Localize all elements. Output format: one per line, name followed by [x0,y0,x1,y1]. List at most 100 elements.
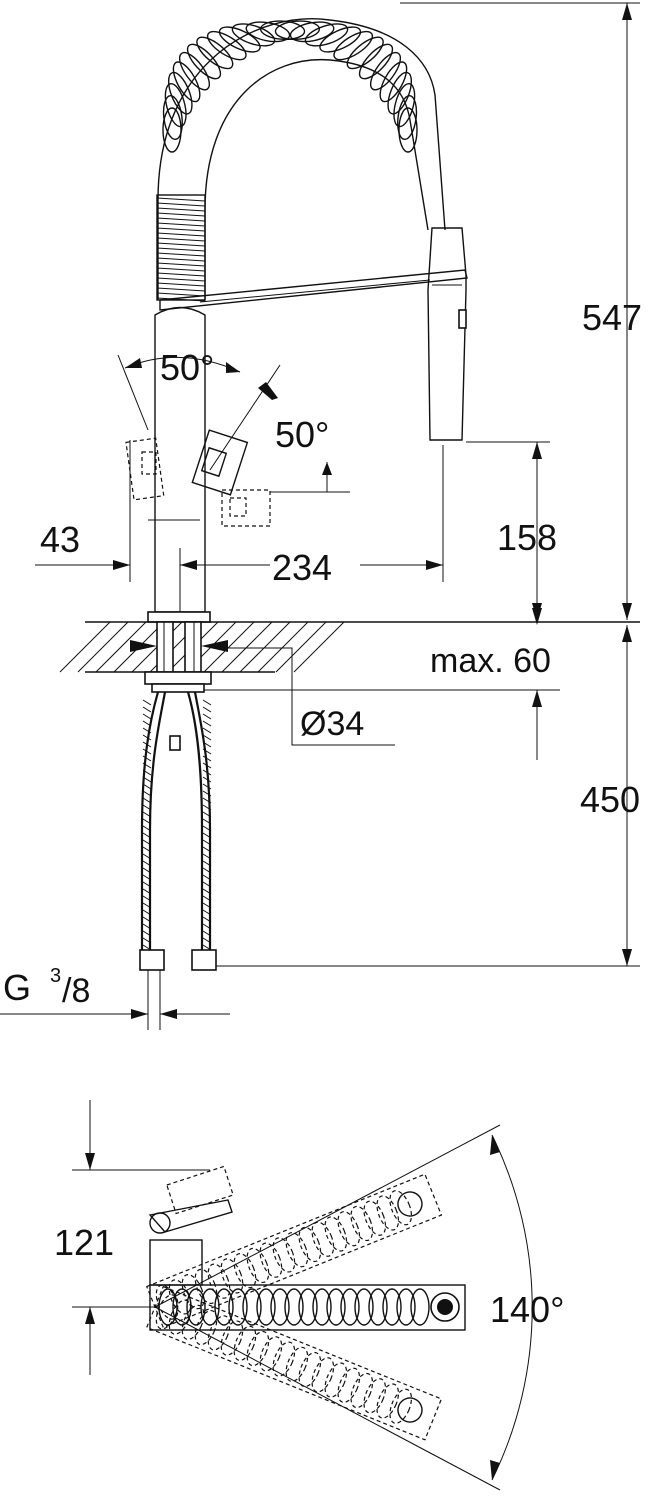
hose-braid-mark [202,867,212,874]
depth-dimension: 121 [54,1100,210,1375]
hose-braid-mark [202,944,212,951]
spring-wrap-line [156,222,206,227]
top-coil-loop [270,1288,290,1326]
hose-braid-mark [142,797,152,804]
lever-angle-dimension: 50° [270,414,350,493]
hose-braid-mark [142,888,152,895]
swivel-label: 140° [490,1289,564,1330]
hose-braid-mark [202,860,212,867]
top-coil-loop [389,1388,413,1424]
hose-braid-mark [202,902,212,909]
hose-braid-mark [142,776,152,783]
top-coil-loop [311,1357,335,1393]
hose-braid-mark [142,881,152,888]
hose-braid-mark [142,706,152,713]
spring-coil [156,18,446,302]
lever-angle-label: 50° [275,414,329,455]
top-coil-loop [368,1288,388,1326]
hose-braid-mark [142,916,152,923]
spring-coil-loop [274,20,321,40]
spring-coil-loop [167,71,193,115]
top-coil-loop [340,1288,360,1326]
spout-center [149,1284,466,1331]
spring-wrap-line [156,227,206,232]
depth-label: 121 [54,1222,114,1263]
hose-braid-mark [142,769,152,776]
deck-hatch-line [77,621,129,673]
spring-coil-loop [333,30,374,61]
handle-top [148,1165,234,1286]
spring-wrap-line [156,262,206,267]
hose-braid-mark [142,944,152,951]
spray-head-outline [397,1191,423,1217]
hose-length-label: 450 [580,779,640,820]
hose-braid-mark [142,923,152,930]
spring-wrap-line [156,232,206,237]
spring-coil-loop [358,43,394,80]
spring-wrap-line [156,267,206,272]
hole-diameter-label: Ø34 [300,705,364,743]
top-coil-loop [207,1315,231,1351]
hose-braid-mark [202,888,212,895]
top-coil-loop [233,1325,257,1361]
hose-braid-mark [142,699,152,706]
top-coil-loop [181,1304,205,1340]
spring-coil-loop [186,43,222,80]
top-coil-loop [228,1288,248,1326]
hose-braid-mark [202,825,212,832]
spring-coil-loop [289,21,335,43]
hose-braid-mark [202,741,212,748]
hose-braid-mark [202,818,212,825]
top-coil-loop [363,1200,387,1236]
hose-braid-mark [202,874,212,881]
hose-braid-mark [142,825,152,832]
hose-braid-mark [202,713,212,720]
hose-braid-mark [142,727,152,734]
spring-coil-loop [218,26,261,53]
top-coil-loop [311,1221,335,1257]
hole-diameter-dimension: Ø34 [220,647,395,746]
top-view: 121 [54,1100,564,1491]
top-coil-loop [194,1309,218,1346]
hose-braid-mark [142,720,152,727]
hose-braid-mark [202,769,212,776]
spring-coil-loop [206,30,247,61]
top-coil-loop [324,1216,348,1252]
hose-braid-mark [142,909,152,916]
spring-wrap-line [156,257,206,262]
spring-wrap-line [156,242,206,247]
hose-braid-mark [142,846,152,853]
hose-braid-mark [202,734,212,741]
top-coil-loop [259,1242,283,1278]
hose-braid-mark [142,804,152,811]
connection-den-label: /8 [62,972,90,1010]
spout-angle-label: 50° [160,347,214,388]
top-coil-loop [194,1268,218,1305]
spring-coil-loop [259,20,306,40]
hose-braid-mark [202,832,212,839]
hose-braid-mark [202,846,212,853]
spring-wrap-line [156,247,206,252]
hose-braid-mark [142,867,152,874]
hose-braid-mark [142,811,152,818]
hose-braid-mark [202,804,212,811]
countertop [59,621,640,693]
hose-braid-mark [202,923,212,930]
top-coil-loop [410,1288,430,1326]
spring-coil-loop [172,61,201,103]
spray-head-outline [397,1397,423,1423]
hose-braid-mark [202,853,212,860]
spring-wrap-line [156,252,206,257]
deck-hatch-line [275,621,327,673]
hose-braid-mark [142,860,152,867]
height-dimension: 547 [400,2,642,620]
hose-braid-mark [202,720,212,727]
hose-braid-mark [202,895,212,902]
top-coil-loop [259,1336,283,1372]
spring-wrap-line [156,282,206,287]
top-coil-loop [186,1288,206,1326]
deck-hatch-line [59,621,111,673]
hose-braid-mark [202,811,212,818]
top-coil-loop [376,1195,400,1231]
